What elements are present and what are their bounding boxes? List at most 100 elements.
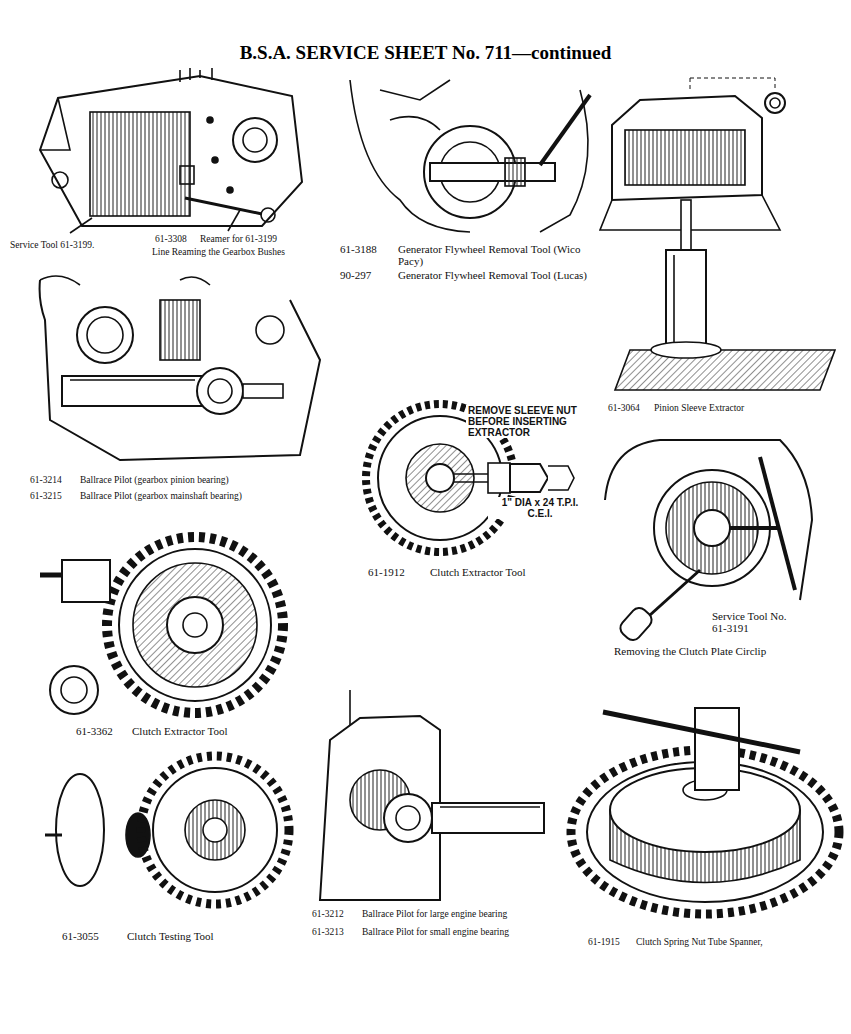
- drawing-part: [350, 80, 470, 232]
- drawing-part: [107, 537, 283, 713]
- drawing-part: [760, 457, 795, 590]
- caption-text: Ballrace Pilot (gearbox pinion bearing): [78, 474, 231, 486]
- drawing-part: [167, 597, 223, 653]
- caption-text: Clutch Extractor Tool: [428, 566, 528, 578]
- drawing-part: [62, 560, 110, 602]
- drawing-part: [625, 130, 745, 185]
- drawing-part: [189, 68, 191, 80]
- drawing-part: [243, 384, 283, 398]
- drawing-part: [730, 526, 780, 530]
- drawing-part: [603, 712, 800, 752]
- drawing-part: [770, 98, 780, 108]
- drawing-part: [40, 76, 302, 226]
- tool-number: 90-297: [338, 269, 373, 281]
- tool-number: 61-3212: [310, 908, 346, 920]
- drawing-part: [40, 573, 62, 578]
- drawing-part: [211, 68, 213, 80]
- caption-text: Ballrace Pilot for large engine bearing: [360, 908, 509, 920]
- drawing-part: [243, 128, 267, 152]
- tool-number: 61-3055: [60, 930, 101, 942]
- caption-text: Ballrace Pilot for small engine bearing: [360, 926, 511, 938]
- drawing-part: [396, 806, 420, 830]
- drawing-part: [197, 368, 243, 414]
- caption-text: Reamer for 61-3199: [198, 233, 279, 245]
- drawing-part: [179, 70, 181, 82]
- caption-text: Generator Flywheel Removal Tool (Wico Pa…: [396, 243, 600, 267]
- drawing-part: [510, 464, 548, 492]
- drawing-part: [212, 157, 218, 163]
- tool-number: 61-1915: [586, 936, 622, 948]
- drawing-part: [690, 78, 775, 90]
- drawing-part: [765, 93, 785, 113]
- drawing-part: [40, 276, 80, 285]
- caption-text: Pinion Sleeve Extractor: [652, 402, 746, 414]
- drawing-part: [160, 300, 200, 360]
- drawing-part: [694, 510, 730, 546]
- drawing-part: [540, 95, 590, 165]
- caption-text: REMOVE SLEEVE NUT BEFORE INSERTING EXTRA…: [466, 405, 595, 438]
- drawing-part: [488, 463, 510, 493]
- drawing-part: [406, 444, 474, 512]
- drawing-part: [605, 440, 812, 643]
- drawing-part: [690, 78, 691, 92]
- tool-number: 61-3213: [310, 926, 346, 938]
- drawing-part: [571, 708, 839, 914]
- drawing-part: [261, 208, 275, 222]
- drawing-part: [349, 690, 351, 725]
- drawing-part: [256, 316, 284, 344]
- drawing-part: [183, 613, 207, 637]
- drawing-part: [430, 163, 555, 181]
- drawing-part: [426, 464, 454, 492]
- drawing-part: [666, 250, 706, 350]
- drawing-part: [77, 307, 133, 363]
- caption-text: Removing the Clutch Plate Circlip: [612, 645, 768, 657]
- drawing-part: [185, 198, 262, 214]
- drawing-part: [612, 96, 762, 200]
- drawing-part: [133, 563, 257, 687]
- drawing-part: [384, 794, 432, 842]
- drawing-part: [62, 376, 202, 406]
- drawing-part: [70, 218, 92, 233]
- caption-text: Service Tool 61-3199.: [8, 239, 96, 251]
- caption-text: Clutch Spring Nut Tube Spanner,: [634, 936, 765, 948]
- drawing-part: [203, 818, 227, 842]
- drawing-part: [605, 440, 812, 600]
- drawing-part: [227, 187, 233, 193]
- drawing-part: [208, 379, 232, 403]
- drawing-part: [141, 756, 289, 904]
- drawing-part: [440, 806, 540, 808]
- drawing-part: [228, 210, 240, 231]
- drawing-part: [87, 317, 123, 353]
- drawing-part: [600, 78, 835, 390]
- tool-number: 61-3064: [606, 402, 642, 414]
- drawing-part: [61, 677, 87, 703]
- drawing-part: [40, 276, 320, 460]
- tool-number: 61-1912: [366, 566, 407, 578]
- drawing-part: [45, 756, 289, 904]
- tool-number: 61-3214: [28, 474, 64, 486]
- drawing-part: [650, 570, 700, 615]
- caption-text: Line Reaming the Gearbox Bushes: [150, 246, 287, 258]
- drawing-part: [505, 158, 525, 186]
- drawing-part: [199, 70, 201, 78]
- drawing-part: [651, 342, 721, 358]
- drawing-part: [119, 549, 271, 701]
- drawing-part: [40, 537, 283, 714]
- drawing-part: [52, 172, 68, 188]
- caption-text: Ballrace Pilot (gearbox mainshaft bearin…: [78, 490, 244, 502]
- drawing-part: [454, 473, 488, 475]
- drawing-part: [180, 277, 210, 285]
- sheet-title: B.S.A. SERVICE SHEET No. 711—continued: [0, 42, 851, 64]
- tool-number: 61-3188: [338, 243, 379, 255]
- drawing-part: [390, 117, 440, 130]
- drawing-part: [617, 605, 655, 644]
- drawing-part: [695, 708, 739, 790]
- drawing-part: [180, 166, 194, 184]
- drawing-part: [615, 350, 835, 390]
- drawing-part: [40, 68, 302, 233]
- caption-text: Generator Flywheel Removal Tool (Lucas): [396, 269, 600, 281]
- drawing-part: [40, 280, 320, 460]
- drawing-part: [153, 768, 277, 892]
